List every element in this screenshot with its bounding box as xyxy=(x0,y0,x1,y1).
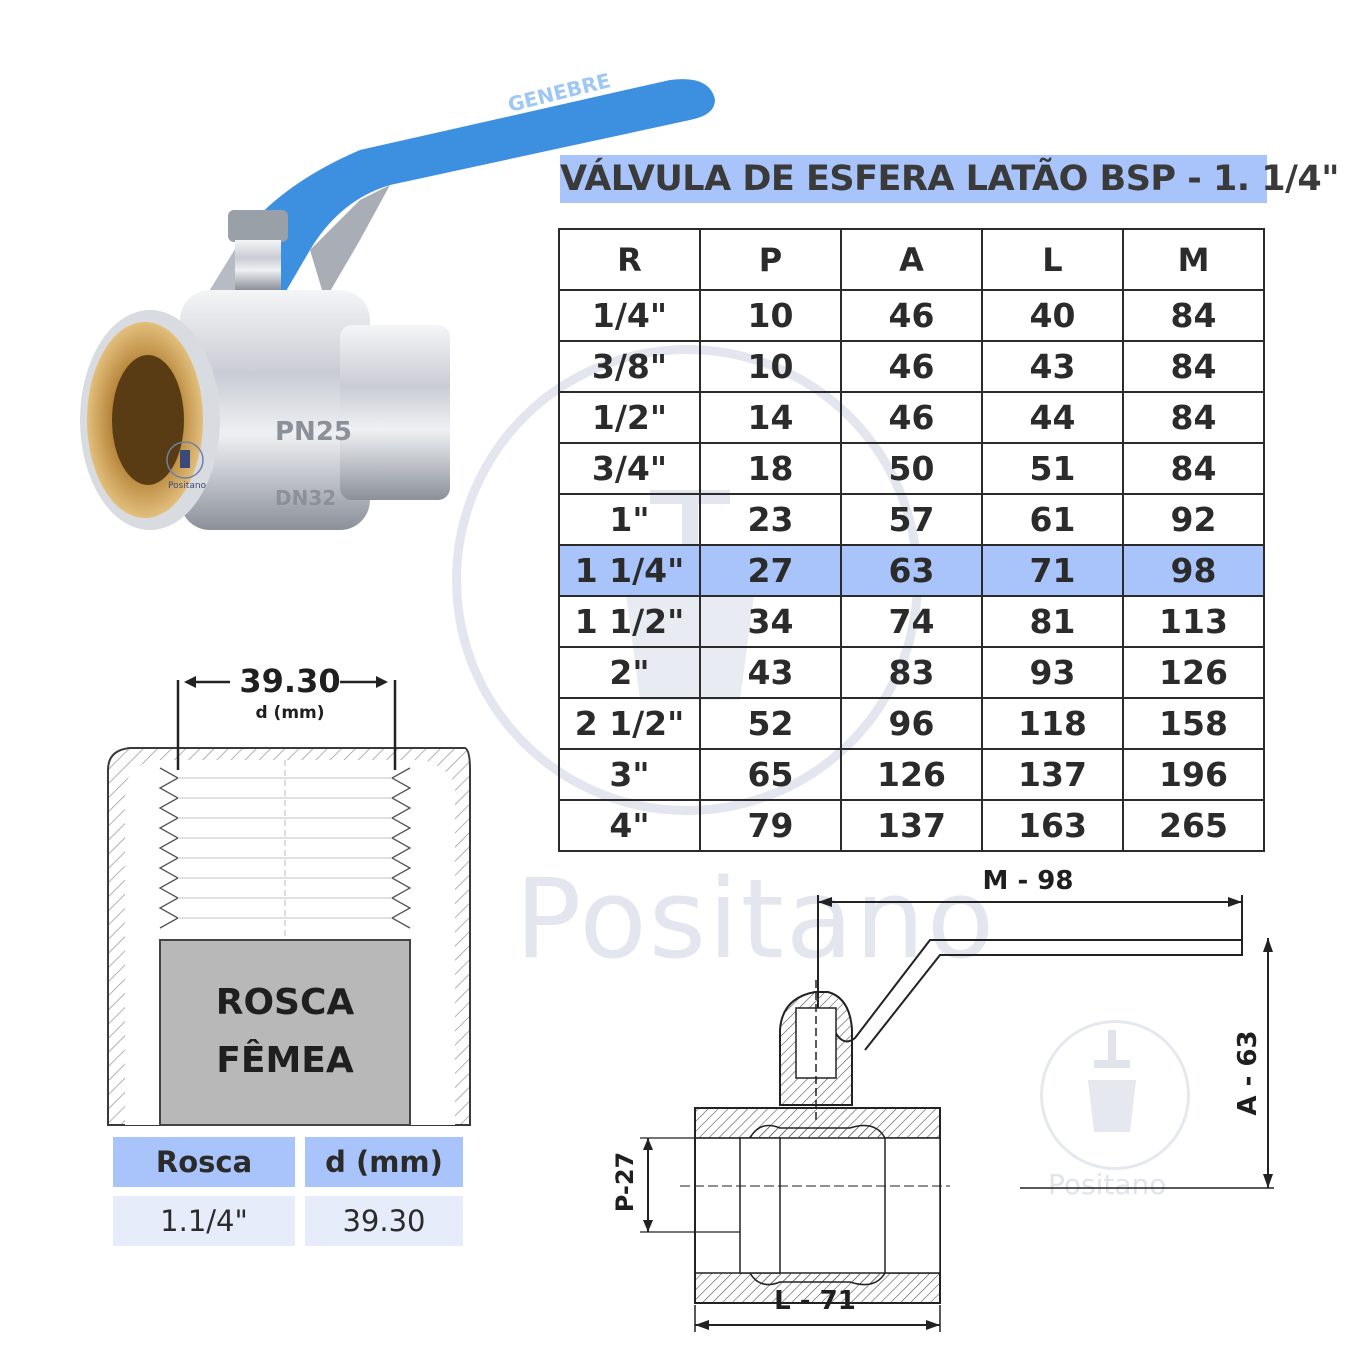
spec-cell-r: 2 1/2" xyxy=(558,697,701,750)
spec-cell-m: 196 xyxy=(1122,748,1265,801)
spec-cell-p: 65 xyxy=(699,748,842,801)
spec-cell-a: 74 xyxy=(840,595,983,648)
spec-cell-l: 44 xyxy=(981,391,1124,444)
spec-cell-m: 84 xyxy=(1122,289,1265,342)
valve-technical-drawing xyxy=(640,895,1274,1332)
spec-cell-p: 43 xyxy=(699,646,842,699)
spec-cell-r: 1" xyxy=(558,493,701,546)
spec-cell-p: 52 xyxy=(699,697,842,750)
spec-cell-m: 92 xyxy=(1122,493,1265,546)
spec-cell-r: 1/4" xyxy=(558,289,701,342)
spec-cell-a: 63 xyxy=(840,544,983,597)
spec-cell-a: 46 xyxy=(840,340,983,393)
female-thread-diagram xyxy=(107,676,471,1126)
spec-cell-l: 81 xyxy=(981,595,1124,648)
spec-cell-l: 71 xyxy=(981,544,1124,597)
spec-cell-a: 96 xyxy=(840,697,983,750)
spec-cell-l: 61 xyxy=(981,493,1124,546)
spec-cell-r: 3" xyxy=(558,748,701,801)
spec-cell-m: 98 xyxy=(1122,544,1265,597)
spec-cell-a: 137 xyxy=(840,799,983,852)
l-dimension-label: L - 71 xyxy=(774,1286,856,1316)
thread-diameter-unit: d (mm) xyxy=(255,703,325,723)
thread-col-header-rosca: Rosca xyxy=(113,1137,295,1187)
spec-cell-p: 14 xyxy=(699,391,842,444)
page-title: VÁLVULA DE ESFERA LATÃO BSP - 1. 1/4" xyxy=(560,155,1340,203)
spec-cell-p: 34 xyxy=(699,595,842,648)
col-header-m: M xyxy=(1122,228,1265,291)
spec-cell-r: 1 1/2" xyxy=(558,595,701,648)
col-header-r: R xyxy=(558,228,701,291)
col-header-a: A xyxy=(840,228,983,291)
p-dimension-label: P-27 xyxy=(611,1151,639,1213)
thread-col-header-d: d (mm) xyxy=(305,1137,463,1187)
watermark-logo-small xyxy=(1040,1020,1190,1170)
spec-cell-l: 93 xyxy=(981,646,1124,699)
spec-cell-m: 84 xyxy=(1122,391,1265,444)
spec-cell-a: 46 xyxy=(840,391,983,444)
spec-cell-m: 158 xyxy=(1122,697,1265,750)
femea-label: FÊMEA xyxy=(216,1040,354,1081)
spec-cell-l: 137 xyxy=(981,748,1124,801)
spec-cell-p: 79 xyxy=(699,799,842,852)
spec-cell-l: 51 xyxy=(981,442,1124,495)
spec-cell-p: 10 xyxy=(699,289,842,342)
spec-cell-l: 40 xyxy=(981,289,1124,342)
spec-cell-a: 126 xyxy=(840,748,983,801)
thread-diameter-value: 39.30 xyxy=(239,662,341,700)
spec-cell-m: 126 xyxy=(1122,646,1265,699)
col-header-l: L xyxy=(981,228,1124,291)
thread-table: Rosca d (mm) 1.1/4" 39.30 xyxy=(103,1137,473,1246)
spec-cell-m: 265 xyxy=(1122,799,1265,852)
spec-cell-m: 113 xyxy=(1122,595,1265,648)
spec-cell-l: 163 xyxy=(981,799,1124,852)
photo-logo-text: Positano xyxy=(168,481,207,491)
spec-cell-l: 43 xyxy=(981,340,1124,393)
spec-cell-m: 84 xyxy=(1122,340,1265,393)
thread-value-rosca: 1.1/4" xyxy=(113,1187,295,1246)
spec-cell-r: 2" xyxy=(558,646,701,699)
spec-cell-r: 3/4" xyxy=(558,442,701,495)
col-header-p: P xyxy=(699,228,842,291)
spec-cell-p: 10 xyxy=(699,340,842,393)
spec-cell-m: 84 xyxy=(1122,442,1265,495)
spec-cell-a: 46 xyxy=(840,289,983,342)
spec-cell-l: 118 xyxy=(981,697,1124,750)
thread-value-d: 39.30 xyxy=(305,1187,463,1246)
spec-cell-r: 3/8" xyxy=(558,340,701,393)
spec-cell-a: 83 xyxy=(840,646,983,699)
spec-cell-p: 27 xyxy=(699,544,842,597)
watermark-small-valve-icon xyxy=(1088,1030,1136,1132)
spec-cell-r: 1/2" xyxy=(558,391,701,444)
spec-table-header-row: R P A L M xyxy=(558,228,1265,291)
spec-cell-a: 50 xyxy=(840,442,983,495)
m-dimension-label: M - 98 xyxy=(982,866,1074,896)
rosca-label: ROSCA xyxy=(215,982,355,1023)
ball-valve-photo: GENEBRE PN25 DN32 Positano xyxy=(80,68,715,530)
a-dimension-label: A - 63 xyxy=(1233,1030,1263,1116)
spec-cell-r: 4" xyxy=(558,799,701,852)
spec-cell-p: 18 xyxy=(699,442,842,495)
nominal-diameter-text: DN32 xyxy=(275,486,336,510)
watermark-small-text: Positano xyxy=(1048,1168,1167,1201)
spec-cell-r: 1 1/4" xyxy=(558,544,701,597)
pressure-rating-text: PN25 xyxy=(275,417,352,447)
spec-cell-p: 23 xyxy=(699,493,842,546)
spec-cell-a: 57 xyxy=(840,493,983,546)
